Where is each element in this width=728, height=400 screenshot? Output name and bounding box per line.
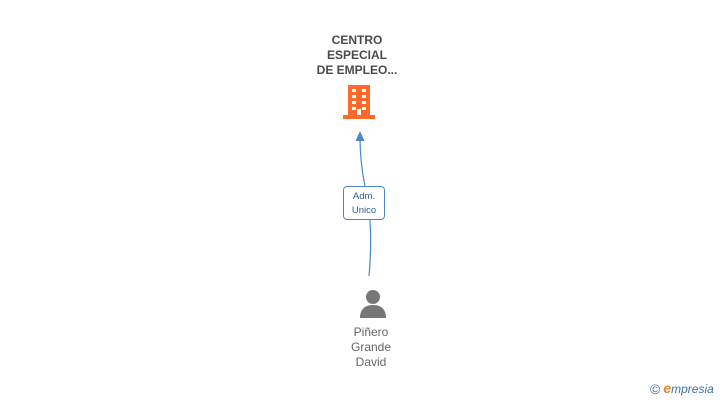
copyright-icon: © (650, 381, 661, 397)
role-line-1: Adm. (352, 191, 376, 202)
person-name[interactable]: Piñero Grande David (320, 325, 422, 370)
company-name-line-2: ESPECIAL (326, 48, 387, 62)
person-name-line-1: Piñero (353, 325, 389, 339)
person-name-line-3: David (355, 355, 387, 369)
brand-text: mpresia (671, 382, 714, 396)
brand-logo[interactable]: ©empresia (650, 380, 714, 398)
building-icon[interactable] (343, 83, 375, 119)
company-name[interactable]: CENTRO ESPECIAL DE EMPLEO... (296, 33, 418, 78)
brand-initial: e (663, 380, 672, 396)
role-line-2: Unico (351, 205, 377, 216)
role-badge[interactable]: Adm. Unico (343, 186, 385, 220)
person-icon[interactable] (358, 289, 388, 319)
person-name-line-2: Grande (350, 340, 392, 354)
edge-arrowhead (355, 131, 365, 141)
edge-line-upper (359, 136, 366, 187)
edge-line-lower (368, 219, 372, 277)
company-name-line-3: DE EMPLEO... (316, 63, 398, 77)
company-name-line-1: CENTRO (331, 33, 383, 47)
